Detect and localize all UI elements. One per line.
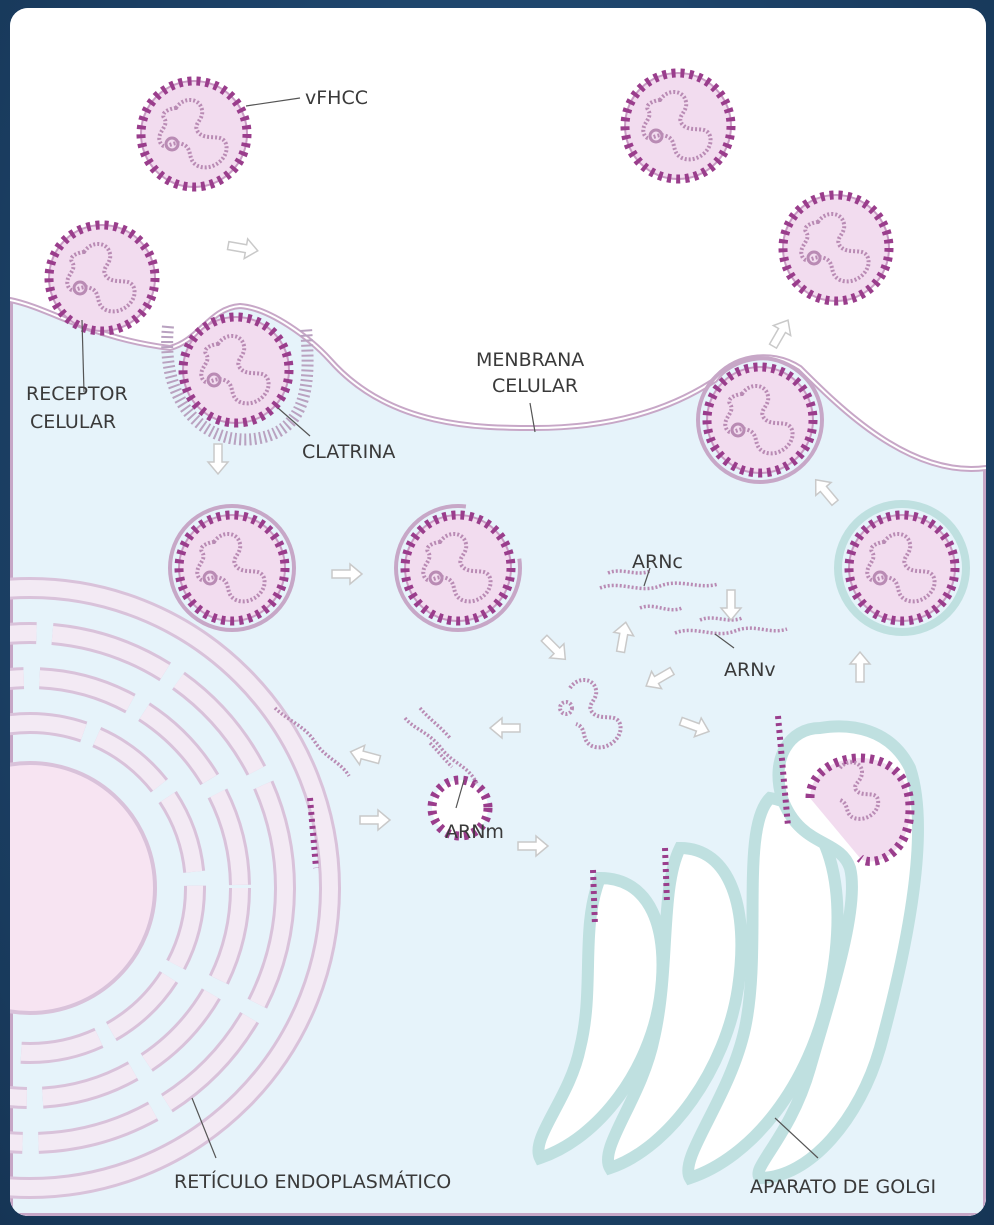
label-golgi: APARATO DE GOLGI (750, 1176, 936, 1198)
label-mrna: ARNm (445, 821, 504, 843)
virion-outside-2 (625, 73, 731, 179)
virion-binding (49, 225, 155, 331)
label-er: RETÍCULO ENDOPLASMÁTICO (174, 1170, 451, 1193)
label-vrna: ARNv (724, 659, 776, 681)
virion-released (783, 195, 889, 301)
label-membrane-line2: CELULAR (492, 375, 578, 397)
label-membrane-line1: MENBRANA (476, 349, 584, 371)
virion-outside-1 (141, 81, 247, 187)
label-crna: ARNc (632, 551, 683, 573)
virion-endosome-2 (405, 515, 511, 621)
label-virion: vFHCC (305, 87, 368, 109)
diagram-frame: vFHCC RECEPTOR CELULAR MENBRANA CELULAR … (10, 8, 986, 1216)
label-clathrin: CLATRINA (302, 441, 395, 463)
virion-endosome-1 (179, 515, 285, 621)
virion-endocytosis (183, 317, 289, 423)
virion-golgi-vesicle (849, 515, 955, 621)
virus-replication-diagram: vFHCC RECEPTOR CELULAR MENBRANA CELULAR … (10, 8, 986, 1216)
label-receptor-line1: RECEPTOR (26, 383, 128, 405)
virion-exocytosis (707, 367, 813, 473)
label-receptor-line2: CELULAR (30, 411, 116, 433)
